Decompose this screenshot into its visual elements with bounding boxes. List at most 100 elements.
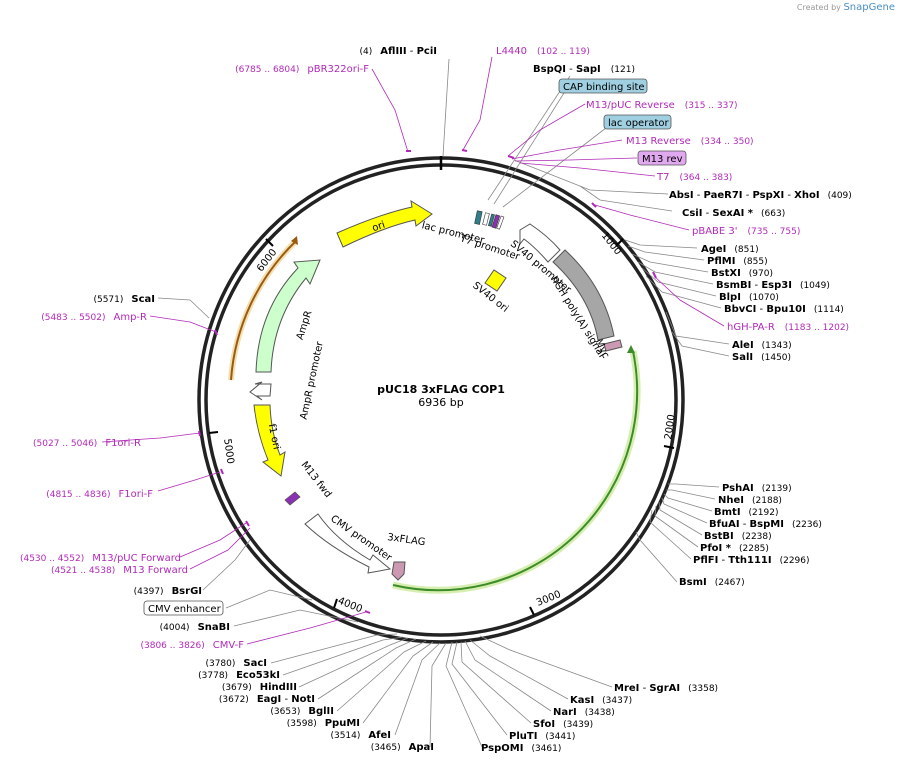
feature-3xflag: [391, 561, 406, 581]
leader-m13-fwd: [189, 527, 251, 570]
primer-pbabe3: pBABE 3'(735 .. 755): [692, 226, 800, 237]
leader-lacop: [502, 127, 607, 208]
marker-f1orif: [220, 468, 224, 475]
site-scai: (5571)ScaI: [93, 294, 155, 305]
lac-operator-label: lac operator: [608, 118, 669, 129]
primer-leader-lines: [101, 56, 725, 645]
primer-m13puc-forward: (4530 .. 4552)M13/pUC Forward: [20, 553, 181, 564]
leader-pflmi: [627, 245, 705, 261]
site-bsmi: BsmI(2467): [679, 577, 745, 588]
t7-block: [496, 215, 505, 230]
leader-csii: [579, 185, 673, 212]
site-pspomi: PspOMI(3461): [481, 743, 561, 754]
site-absi: AbsI - PaeR7I - PspXI - XhoI(409): [669, 190, 852, 201]
site-bspqi: BspQI - SapI(121): [533, 64, 635, 75]
leader-bglii: [336, 640, 427, 712]
primer-markers: [198, 149, 657, 614]
leader-bsmi: [635, 531, 678, 583]
lac-operator-block: [488, 213, 495, 227]
cap-binding-block: [474, 210, 483, 225]
primer-f1ori-r: (5027 .. 5046)F1ori-R: [33, 438, 141, 449]
feature-m13-fwd: [284, 491, 301, 506]
leader-bmti: [663, 493, 713, 512]
site-bfuai: BfuAI - BspMI(2236): [709, 519, 822, 530]
leader-apai: [429, 642, 447, 748]
marker-m13fwd: [245, 520, 250, 527]
feature-m13-fwd-label: M13 fwd: [299, 460, 334, 500]
feature-cmv-promoter: [304, 513, 392, 574]
tick-4000: [333, 598, 338, 609]
leader-nhei: [666, 489, 716, 500]
site-sali: SalI(1450): [732, 352, 791, 363]
marker-pbabe: [591, 202, 597, 208]
leader-cmv-f: [246, 611, 367, 645]
primer-m13puc-reverse: M13/pUC Reverse(315 .. 337): [586, 100, 738, 111]
site-bstxi: BstXI(970): [711, 268, 773, 279]
leader-cmvenh: [225, 589, 313, 609]
leader-eco53ki: [282, 636, 404, 676]
leader-absi: [513, 159, 669, 195]
marker-m13: [507, 155, 515, 159]
m13-rev-box: [637, 150, 687, 166]
leader-m13puc-rev: [507, 103, 586, 157]
leader-scai: [157, 297, 210, 319]
leader-agei: [624, 239, 698, 249]
site-hindiii: (3679)HindIII: [222, 682, 297, 693]
feature-3xflag-label: 3xFLAG: [387, 532, 426, 548]
feature-myc: [603, 339, 623, 352]
left-site-labels: (4)AflIII - PciI (5571)ScaI (4397)BsrGI …: [93, 46, 437, 753]
site-pfoi: PfoI *(2285): [700, 543, 769, 554]
marker-f1orir: [198, 430, 201, 437]
leader-kasi: [469, 639, 569, 700]
feature-ampr-promoter: [249, 381, 272, 401]
site-bsmbi: BsmBI - Esp3I(1049): [716, 280, 830, 291]
leader-ppumi: [362, 641, 434, 724]
leader-pbabe: [594, 204, 690, 231]
leader-alei: [665, 311, 730, 345]
feature-ori: [336, 199, 433, 248]
feature-f1-ori: [253, 404, 286, 477]
credit-brand: SnapGene: [843, 2, 895, 13]
backbone-highlights: [228, 236, 641, 594]
lac-promoter-block: [482, 212, 490, 226]
primer-pbr322ori-f: (6785 .. 6804)pBR322ori-F: [235, 64, 369, 75]
plasmid-length: 6936 bp: [418, 396, 463, 409]
site-ppumi: (3598)PpuMI: [287, 718, 360, 729]
marker-l4440: [461, 149, 468, 152]
primer-m13-forward: (4521 .. 4538)M13 Forward: [51, 565, 188, 576]
site-agei: AgeI(851): [701, 244, 759, 255]
marker-cmvf: [364, 610, 371, 614]
tick-6000: [265, 238, 274, 247]
site-afliii: (4)AflIII - PciI: [360, 46, 437, 57]
cop1-arc: [392, 350, 639, 592]
marker-ampr: [214, 329, 218, 336]
site-bbvci: BbvCI - Bpu10I(1114): [724, 304, 844, 315]
leader-bsmbi: [637, 261, 714, 285]
leader-bspqi: [487, 75, 571, 201]
bla-arc-head: [291, 236, 298, 245]
leader-nari: [464, 640, 552, 712]
primer-hgh-pa-r: hGH-PA-R(1183 .. 1202): [727, 322, 849, 333]
primer-f1ori-f: (4815 .. 4836)F1ori-F: [46, 489, 153, 500]
cmv-enhancer-label: CMV enhancer: [148, 604, 222, 615]
feature-ampr: [255, 259, 321, 373]
site-sfoi: SfoI(3439): [533, 719, 593, 730]
site-bglii: (3653)BglII: [270, 706, 334, 717]
feature-ampr-label: AmpR: [295, 309, 315, 341]
tick-3000: [529, 606, 535, 616]
site-apai: (3465)ApaI: [371, 742, 434, 753]
site-csii: CsiI - SexAI *(663): [682, 208, 785, 219]
tick-2000: [663, 445, 675, 449]
feature-f1-ori-label: f1 ori: [266, 423, 282, 451]
leader-bsrgi: [202, 539, 251, 591]
leader-sfoi: [460, 641, 532, 724]
leader-eagi: [317, 638, 417, 700]
site-bsrgi: (4397)BsrGI: [134, 586, 202, 597]
leader-pluti: [451, 641, 508, 736]
primer-l4440: L4440(102 .. 119): [496, 46, 590, 57]
tick-1000: [615, 238, 624, 247]
primer-labels: L4440(102 .. 119) M13/pUC Reverse(315 ..…: [20, 46, 849, 651]
leader-saci: [270, 633, 398, 664]
site-pflmi: PflMI(855): [707, 256, 768, 267]
